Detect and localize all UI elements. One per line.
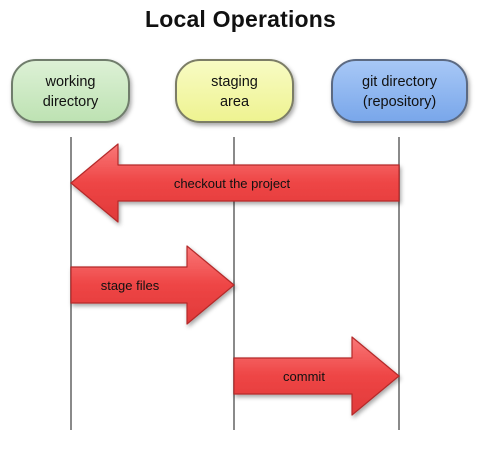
- staging-area-label-line1: staging: [211, 74, 258, 90]
- git-directory-label-line1: git directory: [362, 74, 438, 90]
- working-directory-box: working directory: [11, 59, 130, 123]
- stage-files-arrow: stage files: [70, 245, 235, 325]
- staging-area-box: staging area: [175, 59, 294, 123]
- diagram-title: Local Operations: [144, 6, 337, 32]
- staging-area-label-line2: area: [220, 94, 250, 110]
- working-directory-label-line1: working: [45, 74, 96, 90]
- git-directory-box: git directory (repository): [331, 59, 468, 123]
- commit-arrow: commit: [233, 336, 400, 416]
- checkout-arrow-label: checkout the project: [174, 176, 291, 191]
- git-directory-label-line2: (repository): [363, 94, 436, 110]
- checkout-arrow: checkout the project: [70, 143, 400, 223]
- commit-arrow-label: commit: [283, 369, 325, 384]
- working-directory-label-line2: directory: [43, 94, 99, 110]
- stage-files-arrow-label: stage files: [101, 278, 160, 293]
